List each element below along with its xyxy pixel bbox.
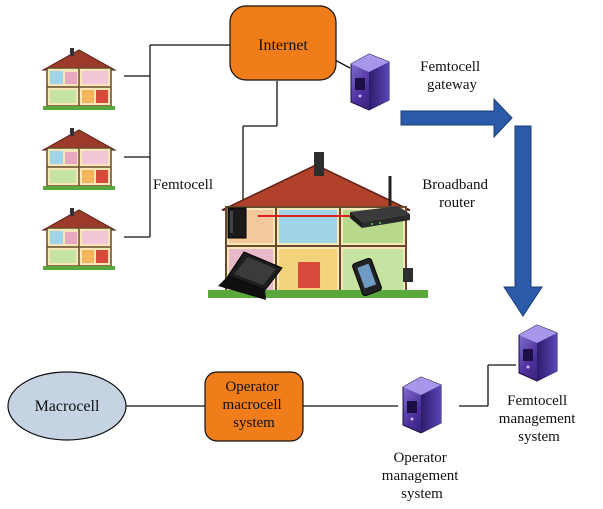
- house-icon: [42, 207, 116, 271]
- router-icon: [350, 176, 410, 228]
- femtocell-gateway-label: Femtocell gateway: [420, 59, 484, 93]
- femtocell-management-system-label: Femtocell management system: [499, 393, 579, 445]
- internet-box: [229, 5, 337, 81]
- server-icon: [402, 376, 442, 434]
- house-icon: [42, 47, 116, 111]
- operator-macrocell-system-label: Operator macrocell system: [223, 379, 286, 431]
- laptop-icon: [218, 251, 283, 300]
- connection-lines: [124, 44, 516, 407]
- operator-macrocell-system-box: [204, 371, 304, 442]
- femtocell-label: Femtocell: [153, 177, 213, 193]
- macrocell-ellipse: [7, 371, 127, 441]
- flow-arrows: [400, 97, 543, 317]
- femtocell-device-icon: [227, 207, 247, 239]
- operator-management-system-label: Operator management system: [382, 450, 462, 502]
- macrocell-label: Macrocell: [35, 398, 100, 415]
- server-icon: [518, 324, 558, 382]
- broadband-router-label: Broadband router: [422, 177, 492, 211]
- internet-label: Internet: [258, 37, 308, 54]
- house-icon: [42, 127, 116, 191]
- phone-icon: [352, 257, 382, 297]
- server-icon: [350, 53, 390, 111]
